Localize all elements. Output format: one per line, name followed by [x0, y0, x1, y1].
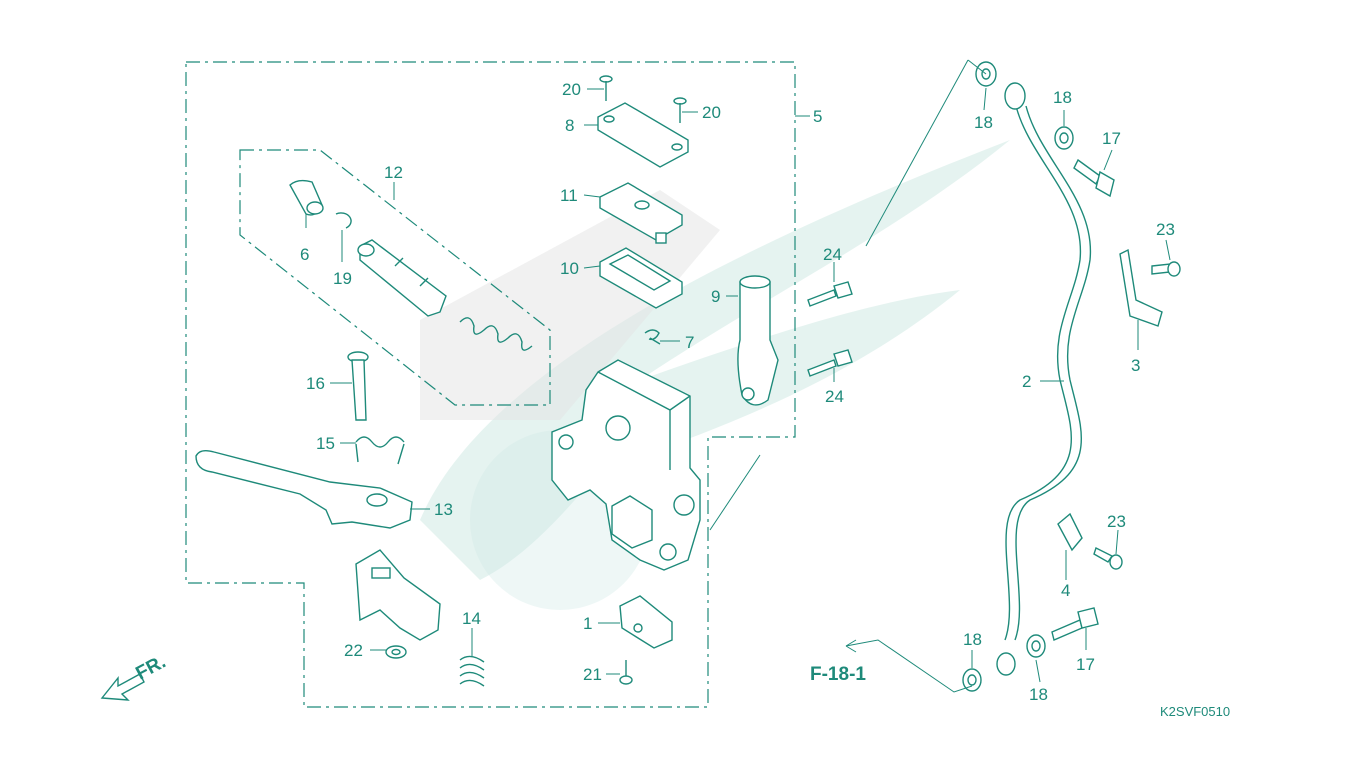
diaphragm-plate [599, 182, 683, 244]
callout-labels: 1 2 3 4 5 6 7 8 9 10 11 12 13 14 15 16 1… [300, 80, 1175, 704]
callout-18b[interactable]: 18 [1053, 88, 1072, 107]
callout-20a[interactable]: 20 [562, 80, 581, 99]
callout-23a[interactable]: 23 [1156, 220, 1175, 239]
callout-9[interactable]: 9 [711, 287, 720, 306]
screw-21 [619, 660, 633, 685]
callout-10[interactable]: 10 [560, 259, 579, 278]
callout-15[interactable]: 15 [316, 434, 335, 453]
callout-22[interactable]: 22 [344, 641, 363, 660]
callout-14[interactable]: 14 [462, 609, 481, 628]
diagram-code: K2SVF0510 [1160, 704, 1230, 719]
bolt-24b [807, 349, 853, 377]
front-arrow-icon [100, 673, 145, 701]
leader-lines [305, 59, 1171, 693]
screw-20a [599, 75, 613, 101]
bolt-24a [807, 281, 853, 307]
washer-18b [1054, 126, 1074, 150]
callout-23b[interactable]: 23 [1107, 512, 1126, 531]
callout-12[interactable]: 12 [384, 163, 403, 182]
brake-lever [195, 449, 413, 529]
callout-3[interactable]: 3 [1131, 356, 1140, 375]
assembly-frame [185, 61, 796, 708]
reservoir-cap [597, 102, 689, 168]
callout-4[interactable]: 4 [1061, 581, 1070, 600]
washer-18d [1026, 634, 1046, 658]
callout-8[interactable]: 8 [565, 116, 574, 135]
callout-6[interactable]: 6 [300, 245, 309, 264]
piston-spring [459, 317, 533, 351]
callout-20b[interactable]: 20 [702, 103, 721, 122]
reference-label[interactable]: F-18-1 [810, 664, 866, 685]
callout-18a[interactable]: 18 [974, 113, 993, 132]
hose-clamp-4 [1057, 512, 1083, 552]
washer-18c [962, 668, 982, 692]
holder [737, 275, 779, 406]
brake-hose [996, 82, 1092, 676]
diaphragm [599, 247, 683, 309]
callout-18c[interactable]: 18 [963, 630, 982, 649]
callout-21[interactable]: 21 [583, 665, 602, 684]
hose-clamp-3 [1119, 248, 1163, 327]
callout-17b[interactable]: 17 [1076, 655, 1095, 674]
callout-2[interactable]: 2 [1022, 372, 1031, 391]
callout-7[interactable]: 7 [685, 333, 694, 352]
screw-20b [673, 97, 687, 123]
circlip [335, 212, 352, 229]
callout-5[interactable]: 5 [813, 107, 822, 126]
bolt-17b [1051, 607, 1099, 641]
callout-17a[interactable]: 17 [1102, 129, 1121, 148]
callout-24b[interactable]: 24 [825, 387, 844, 406]
bolt-23b [1093, 547, 1123, 570]
callout-11[interactable]: 11 [560, 186, 578, 205]
brake-switch [619, 595, 673, 649]
nut-22 [385, 645, 407, 659]
callout-18d[interactable]: 18 [1029, 685, 1048, 704]
front-direction-indicator: FR. [100, 652, 169, 701]
callout-1[interactable]: 1 [583, 614, 592, 633]
piston [357, 239, 447, 317]
switch-bracket [355, 549, 441, 641]
callout-19[interactable]: 19 [333, 269, 352, 288]
stipple-shadow [420, 190, 720, 420]
master-cylinder-body [551, 359, 701, 571]
switch-spring [459, 655, 485, 687]
clip [644, 329, 661, 345]
pivot-bolt [347, 351, 369, 421]
piston-subframe [239, 149, 551, 406]
bolt-17a [1073, 158, 1115, 198]
lever-spring [355, 436, 405, 465]
callout-24a[interactable]: 24 [823, 245, 842, 264]
boot [289, 179, 324, 216]
bolt-23a [1151, 261, 1181, 277]
callout-13[interactable]: 13 [434, 500, 453, 519]
callout-16[interactable]: 16 [306, 374, 325, 393]
